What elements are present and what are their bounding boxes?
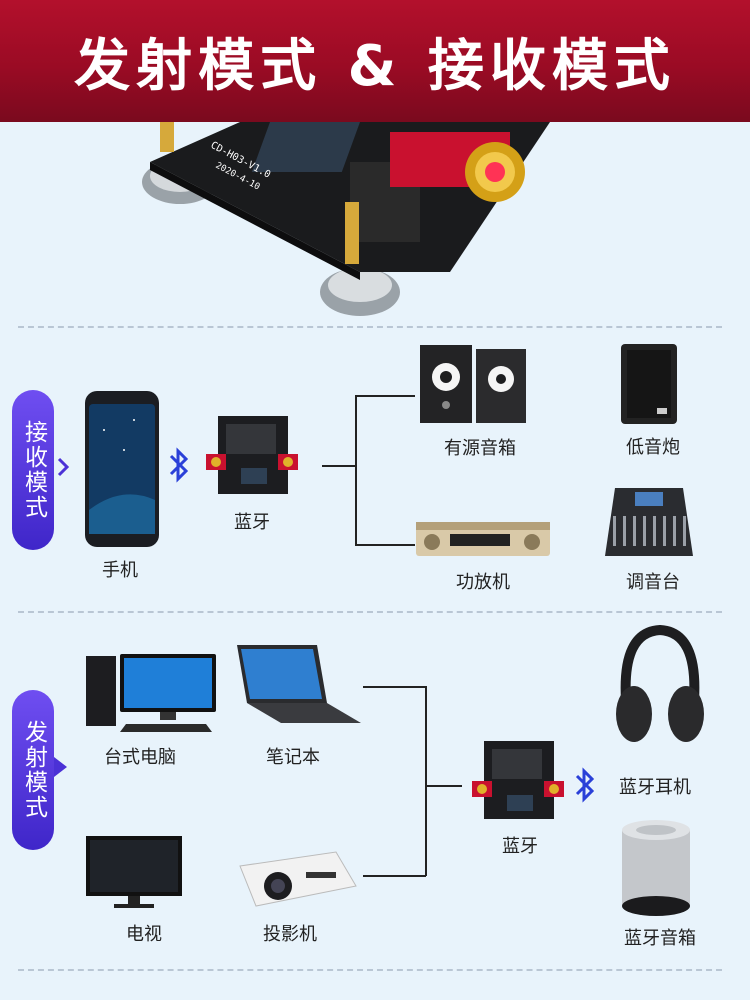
transmit-mode-tag: 发射模式 xyxy=(12,690,54,850)
title-banner: 发射模式 & 接收模式 xyxy=(0,0,750,122)
output-label-headphones: 蓝牙耳机 xyxy=(619,777,691,798)
subwoofer-image xyxy=(621,344,677,424)
connector-line xyxy=(426,785,462,787)
connector-line xyxy=(322,465,356,467)
output-label-subwoofer: 低音炮 xyxy=(626,437,680,458)
output-label-bt-speaker: 蓝牙音箱 xyxy=(624,928,696,949)
receive-mode-tag: 接收模式 xyxy=(12,390,54,550)
headphones-image xyxy=(616,624,704,742)
laptop-image xyxy=(237,645,361,723)
input-label-projector: 投影机 xyxy=(263,924,317,945)
input-label-tv: 电视 xyxy=(126,924,162,945)
divider xyxy=(18,326,722,328)
bluetooth-module-image xyxy=(206,416,298,494)
module-label: 蓝牙 xyxy=(502,836,538,857)
chevron-right-icon xyxy=(57,457,70,477)
connector-line xyxy=(355,395,415,397)
pcb-product-image: CD-H03-V1.0 2020-4-10 xyxy=(142,122,550,316)
connector-line xyxy=(363,686,426,688)
phone-image xyxy=(85,391,159,547)
phone-label: 手机 xyxy=(102,560,138,581)
bluetooth-icon xyxy=(575,767,595,803)
tv-image xyxy=(86,836,182,908)
active-speaker-image xyxy=(420,345,526,423)
output-label-mixer: 调音台 xyxy=(626,572,680,593)
output-label-amplifier: 功放机 xyxy=(456,572,510,593)
desktop-pc-image xyxy=(86,654,216,732)
divider xyxy=(18,611,722,613)
connector-line xyxy=(425,686,427,876)
connector-line xyxy=(355,544,415,546)
divider xyxy=(18,969,722,971)
amplifier-image xyxy=(416,522,550,556)
projector-image xyxy=(239,851,357,907)
bluetooth-speaker-image xyxy=(622,820,690,916)
input-label-laptop: 笔记本 xyxy=(266,747,320,768)
module-label: 蓝牙 xyxy=(234,512,270,533)
bluetooth-module-image xyxy=(472,741,564,819)
input-label-desktop: 台式电脑 xyxy=(104,747,176,768)
triangle-right-icon xyxy=(54,757,67,777)
connector-line xyxy=(363,875,426,877)
bluetooth-icon xyxy=(169,447,189,483)
connector-line xyxy=(355,395,357,545)
page-title: 发射模式 & 接收模式 xyxy=(74,33,676,99)
mixer-image xyxy=(605,488,693,556)
output-label-active-speaker: 有源音箱 xyxy=(444,438,516,459)
